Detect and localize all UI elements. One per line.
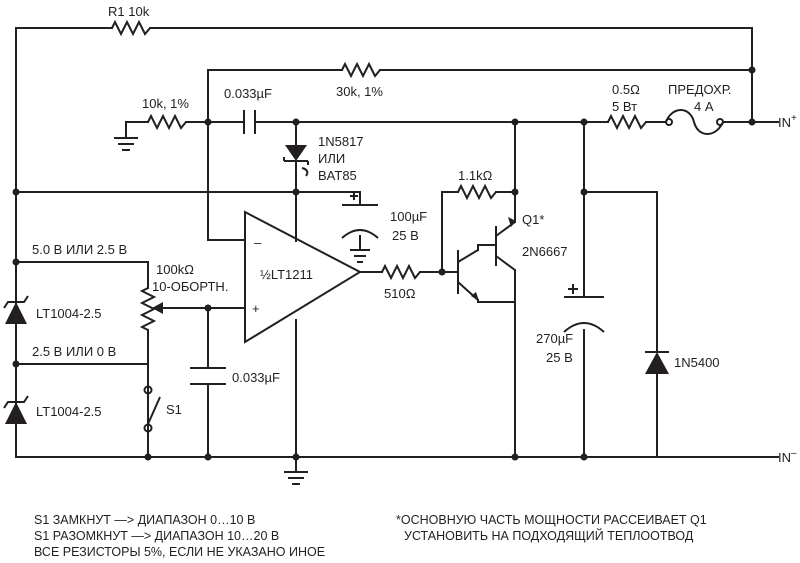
wires <box>15 27 779 473</box>
label-diode-1n5400: 1N5400 <box>674 355 720 370</box>
ground-bottom-icon <box>284 471 308 485</box>
resistor-0-5-ohm-icon <box>607 113 647 131</box>
label-in-plus: IN+ <box>778 113 797 130</box>
label-c-coupling: 0.033µF <box>224 86 272 101</box>
resistor-30k-icon <box>341 61 381 79</box>
capacitor-270uf-icon <box>563 284 605 333</box>
label-c-filter: 0.033µF <box>232 370 280 385</box>
label-r1: R1 10k <box>108 4 150 19</box>
label-c-100u-voltage: 25 В <box>392 228 419 243</box>
label-opamp: ½LT1211 <box>260 267 313 282</box>
note-s1-open: S1 РАЗОМКНУТ —> ДИАПАЗОН 10…20 В <box>34 529 279 543</box>
label-ref-upper: LT1004-2.5 <box>36 306 102 321</box>
label-q1: Q1* <box>522 212 544 227</box>
label-switch: S1 <box>166 402 182 417</box>
zener-upper-icon <box>3 261 29 365</box>
label-r-510: 510Ω <box>384 286 416 301</box>
label-c-100u: 100µF <box>390 209 427 224</box>
note-s1-closed: S1 ЗАМКНУТ —> ДИАПАЗОН 0…10 В <box>34 513 255 527</box>
label-r-sense-value: 0.5Ω <box>612 82 640 97</box>
label-opamp-minus: – <box>254 235 262 250</box>
label-fuse-line2: 4 А <box>694 99 714 114</box>
label-c-270u: 270µF <box>536 331 573 346</box>
label-r-10k: 10k, 1% <box>142 96 189 111</box>
potentiometer-icon <box>139 287 163 331</box>
label-fuse-line1: ПРЕДОХР. <box>668 82 732 97</box>
note-heatsink: УСТАНОВИТЬ НА ПОДХОДЯЩИЙ ТЕПЛООТВОД <box>404 528 694 543</box>
capacitor-100uf-icon <box>341 192 379 239</box>
label-r-sense-power: 5 Вт <box>612 99 637 114</box>
label-q1-part: 2N6667 <box>522 244 568 259</box>
diode-schottky-icon <box>283 145 309 177</box>
label-diode-schottky-2: ИЛИ <box>318 151 345 166</box>
zener-lower-icon <box>3 363 29 458</box>
label-pot-type: 10-ОБОРТН. <box>152 279 228 294</box>
label-in-minus: IN– <box>778 448 797 465</box>
label-diode-schottky-3: BAT85 <box>318 168 357 183</box>
transistor-driver-icon <box>457 244 516 303</box>
ground-left-icon <box>114 122 138 151</box>
label-r-30k: 30k, 1% <box>336 84 383 99</box>
label-ref-mid: 2.5 В ИЛИ 0 В <box>32 344 116 359</box>
label-r-1k1: 1.1kΩ <box>458 168 493 183</box>
fuse-icon <box>665 109 724 135</box>
junction-dots <box>12 66 756 461</box>
label-ref-top: 5.0 В ИЛИ 2.5 В <box>32 242 127 257</box>
note-resistors: ВСЕ РЕЗИСТОРЫ 5%, ЕСЛИ НЕ УКАЗАНО ИНОЕ <box>34 545 325 559</box>
switch-s1-icon <box>143 385 161 458</box>
transistor-q1-icon <box>495 213 516 303</box>
label-ref-lower: LT1004-2.5 <box>36 404 102 419</box>
opamp-icon <box>244 210 363 344</box>
note-q1-power: *ОСНОВНУЮ ЧАСТЬ МОЩНОСТИ РАССЕИВАЕТ Q1 <box>396 513 707 527</box>
label-opamp-plus: + <box>252 301 260 316</box>
label-pot-value: 100kΩ <box>156 262 194 277</box>
resistor-1-1k-icon <box>457 183 497 201</box>
capacitor-filter-icon <box>190 367 226 385</box>
capacitor-coupling-icon <box>243 110 256 134</box>
resistor-510-icon <box>381 263 421 281</box>
label-c-270u-voltage: 25 В <box>546 350 573 365</box>
resistor-r1-icon <box>111 19 151 37</box>
label-diode-schottky-1: 1N5817 <box>318 134 364 149</box>
resistor-10k-icon <box>147 113 187 131</box>
diode-1n5400-icon <box>645 351 669 374</box>
ground-cap-icon <box>350 249 370 263</box>
